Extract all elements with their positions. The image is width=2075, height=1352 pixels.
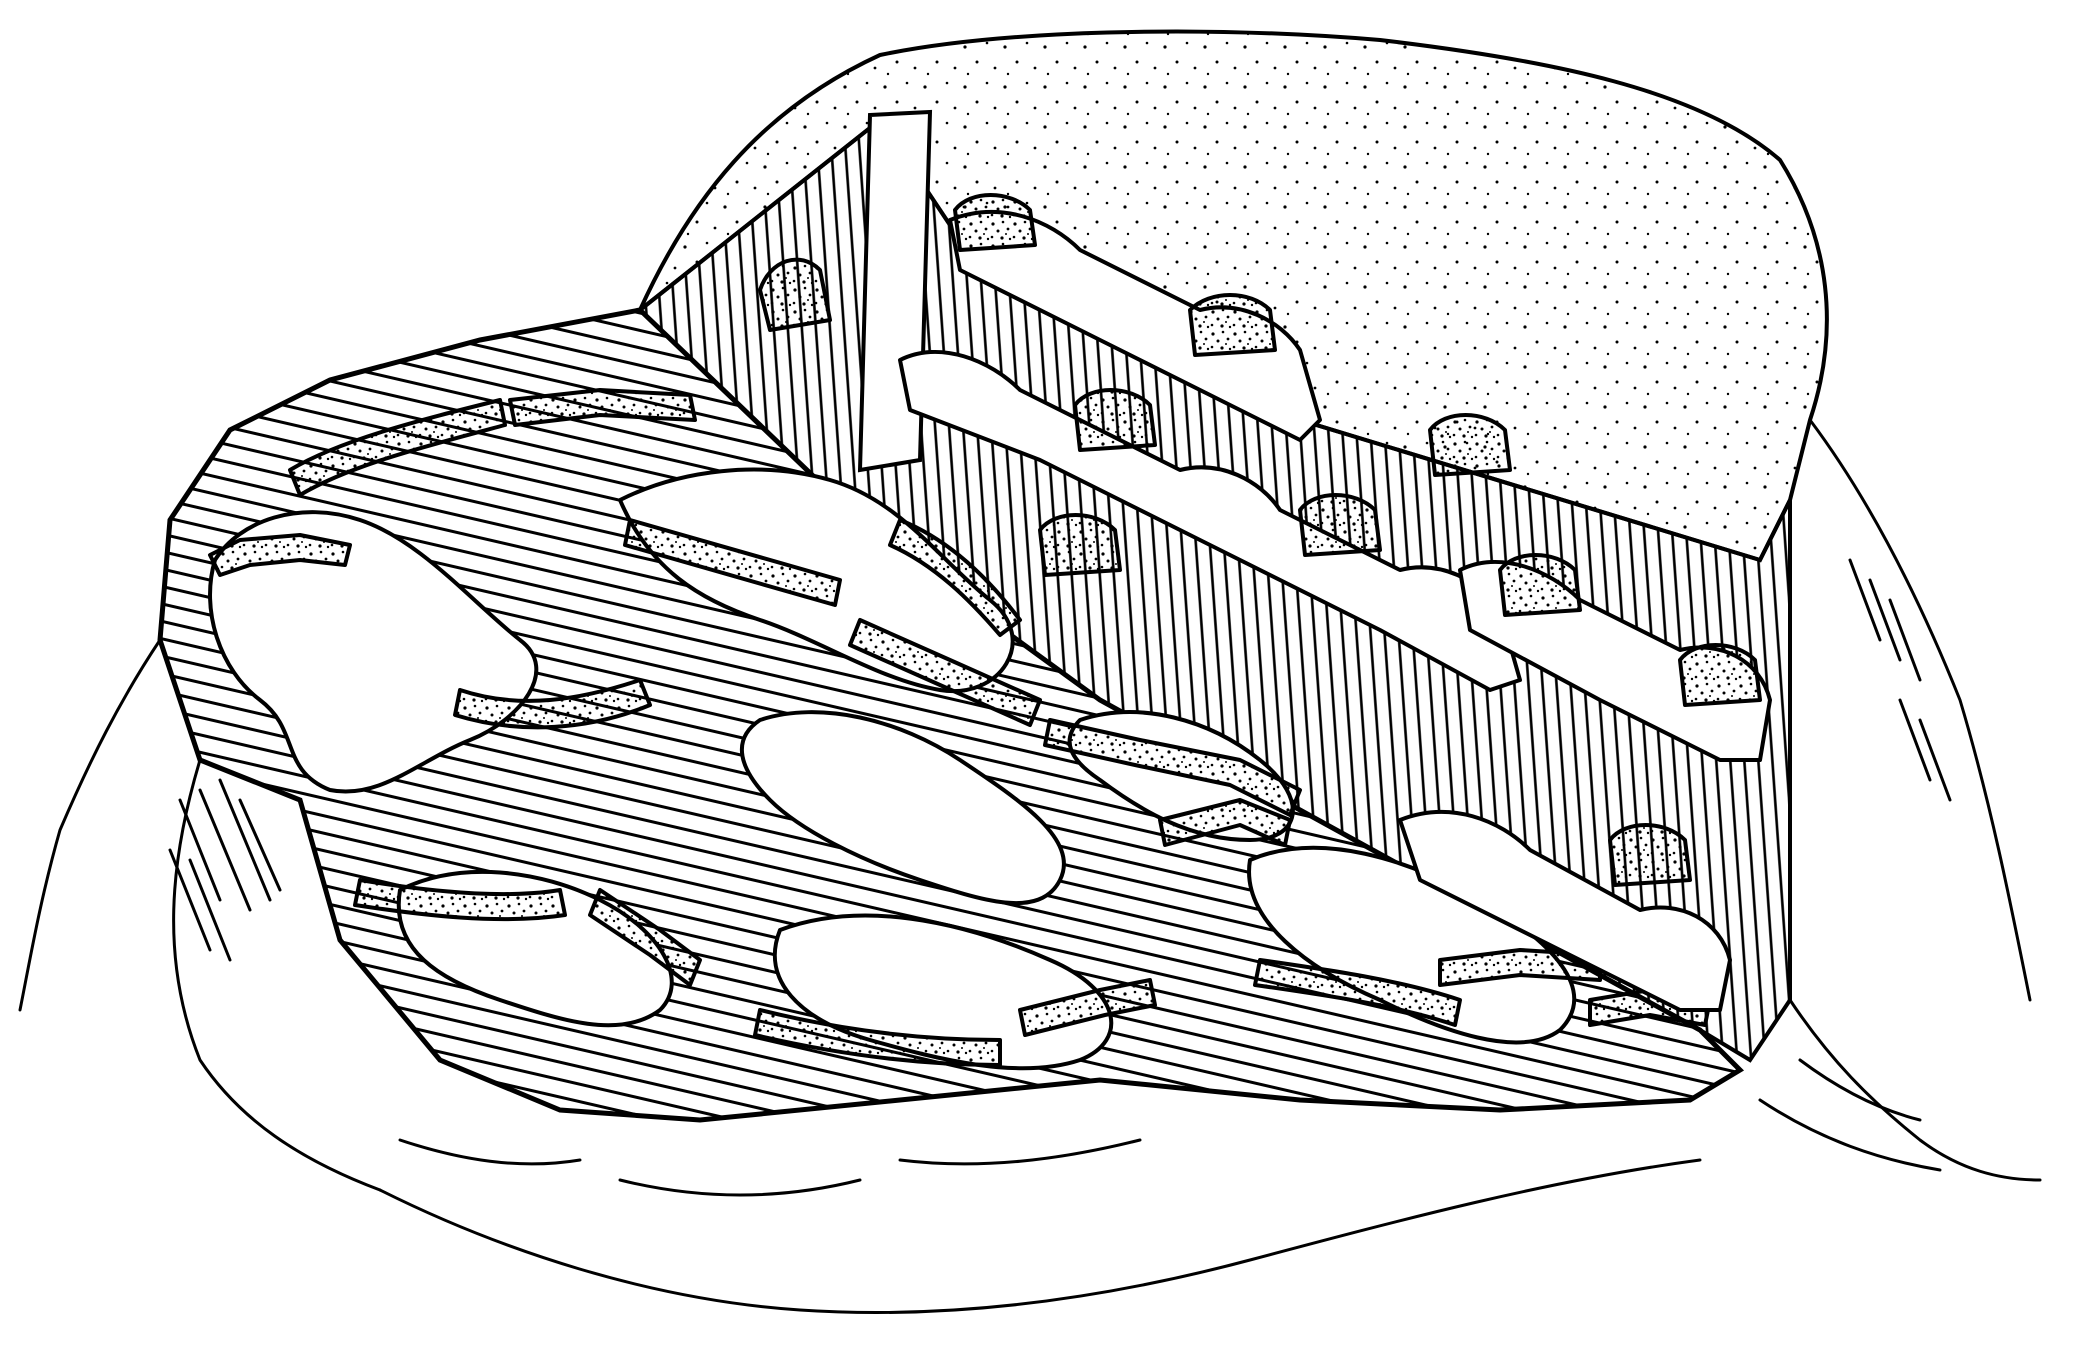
ridge-11: [1018, 978, 1157, 1037]
niche-8: [1678, 643, 1762, 707]
ridge-2: [288, 398, 507, 497]
niche-5: [1298, 493, 1382, 557]
ridge-4: [453, 678, 652, 730]
ridge-10: [753, 1008, 1002, 1067]
ridge-12: [1253, 958, 1462, 1027]
rock-shade-4: [1758, 1058, 1942, 1172]
ridge-6: [848, 618, 1042, 727]
rock-bottom-edge: [378, 1158, 1702, 1315]
niche-9: [1038, 513, 1122, 577]
tunnel-left-loop: [208, 510, 539, 794]
niche-6: [1428, 413, 1512, 477]
niche-10: [1608, 823, 1692, 887]
niche-4: [1073, 388, 1157, 452]
ridge-3: [508, 388, 697, 427]
left-wall-pillar: [857, 109, 933, 473]
ridge-1: [208, 533, 352, 577]
rock-right-edge: [1808, 418, 2032, 1002]
ridge-9: [588, 888, 702, 987]
floor-ridges: [208, 388, 1712, 1067]
wall-gallery-bottom: [1398, 810, 1732, 1012]
ridge-15: [888, 518, 1022, 637]
wall-niches: [758, 193, 1762, 887]
tunnel-center: [740, 710, 1066, 906]
ridge-8: [353, 878, 567, 922]
rock-flanks: [18, 418, 2042, 1315]
rock-left-lower: [172, 758, 382, 1192]
ridge-7: [1043, 718, 1302, 817]
rock-shade-3: [1848, 558, 1952, 802]
rock-right-lower: [1788, 998, 2042, 1182]
niche-3: [1188, 293, 1277, 357]
rock-shade-2: [398, 1138, 1142, 1197]
ridge-13: [1438, 948, 1602, 987]
niche-2: [953, 193, 1037, 252]
rock-left-edge: [18, 638, 162, 1012]
ridge-16: [1158, 798, 1292, 847]
niche-7: [1498, 553, 1582, 617]
niche-1: [758, 257, 832, 332]
ridge-5: [623, 518, 842, 607]
rock-shade-1: [168, 778, 282, 962]
